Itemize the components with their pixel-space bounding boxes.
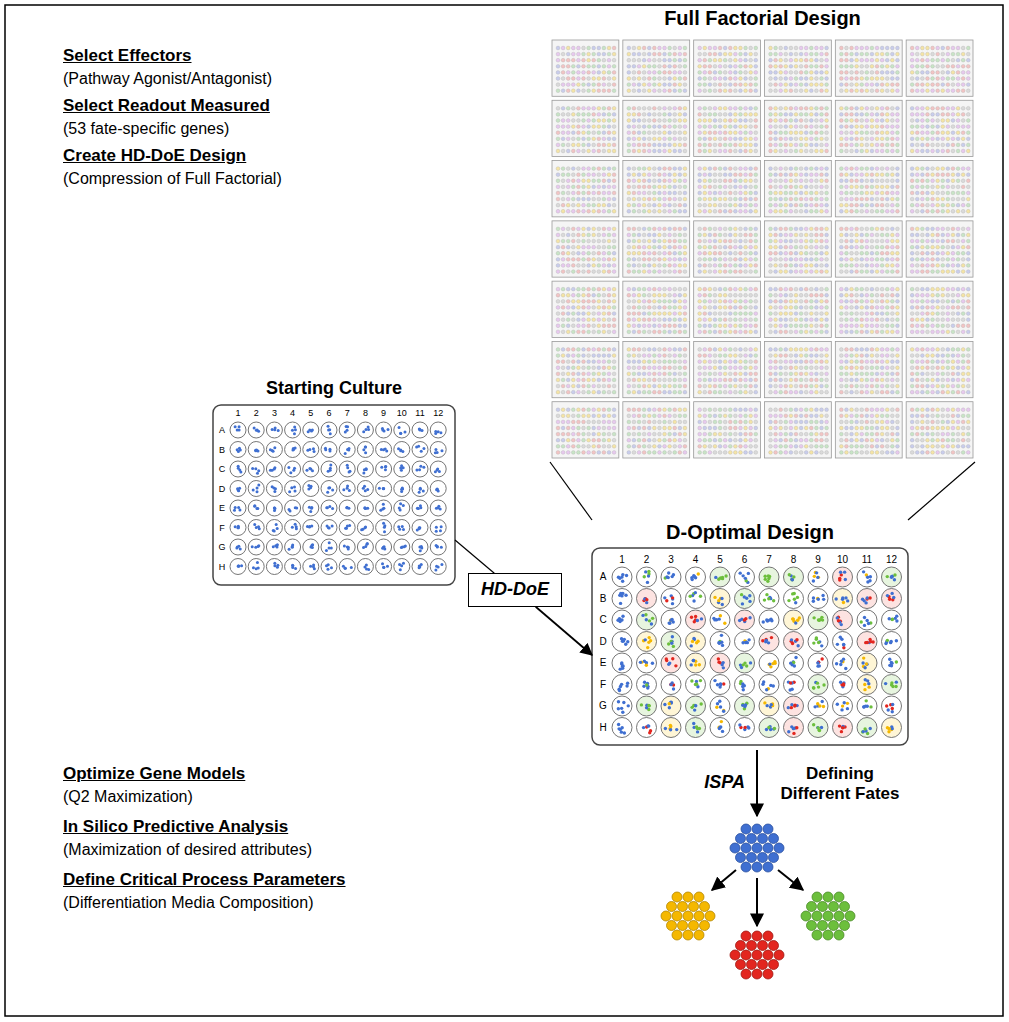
figure-stage: Full Factorial DesignStarting CultureHD-… [0,0,1009,1022]
